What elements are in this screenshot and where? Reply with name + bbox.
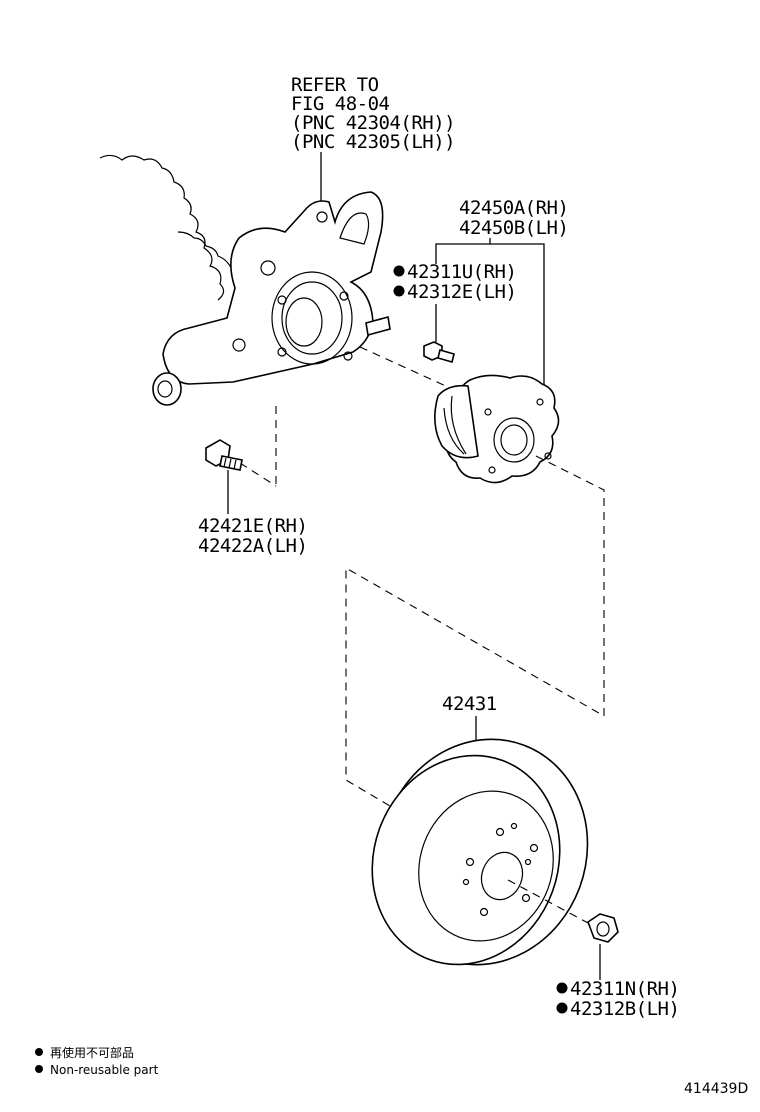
hub-bolt-rh-label: 42311U(RH) [407, 261, 516, 283]
hub-nut-rh-label: 42311N(RH) [570, 978, 679, 1000]
suspension-arm-lower-edge [177, 231, 233, 271]
hub-nut [587, 913, 619, 943]
suspension-arm-outline [99, 154, 225, 301]
hub-to-disc-dash [345, 455, 605, 807]
hub-nut-lh-label: 42312B(LH) [570, 998, 679, 1020]
knuckle-dash-diagonal [239, 462, 277, 487]
steering-knuckle [152, 191, 391, 406]
figure-number: 414439D [684, 1081, 748, 1097]
refer-pnc-rh-label: (PNC 42304(RH)) [291, 112, 455, 134]
knuckle-bolt-rh-label: 42421E(RH) [198, 515, 307, 537]
non-reusable-dot-icon [393, 265, 405, 277]
refer-fig-label: FIG 48-04 [291, 93, 390, 115]
hub-lh-label: 42450B(LH) [459, 217, 568, 239]
refer-to-label: REFER TO [291, 74, 379, 96]
refer-pnc-lh-label: (PNC 42305(LH)) [291, 131, 455, 153]
hub-bolt [423, 341, 455, 363]
hub-bearing-assembly [434, 374, 560, 484]
brake-disc-rotor [371, 738, 589, 966]
legend-japanese-text: 再使用不可部品 [50, 1045, 134, 1060]
hub-rh-label: 42450A(RH) [459, 197, 568, 219]
legend-dot-icon [35, 1048, 43, 1056]
non-reusable-dot-icon [556, 982, 568, 994]
disc-to-nut-dash [507, 879, 591, 925]
legend-dot-icon [35, 1065, 43, 1073]
knuckle-bolt [205, 439, 243, 471]
knuckle-bolt-lh-label: 42422A(LH) [198, 535, 307, 557]
disc-label: 42431 [442, 693, 497, 715]
legend-english-text: Non-reusable part [50, 1063, 159, 1077]
non-reusable-dot-icon [556, 1002, 568, 1014]
bolt-to-hub-dash [359, 346, 449, 388]
hub-bolt-lh-label: 42312E(LH) [407, 281, 516, 303]
non-reusable-dot-icon [393, 285, 405, 297]
